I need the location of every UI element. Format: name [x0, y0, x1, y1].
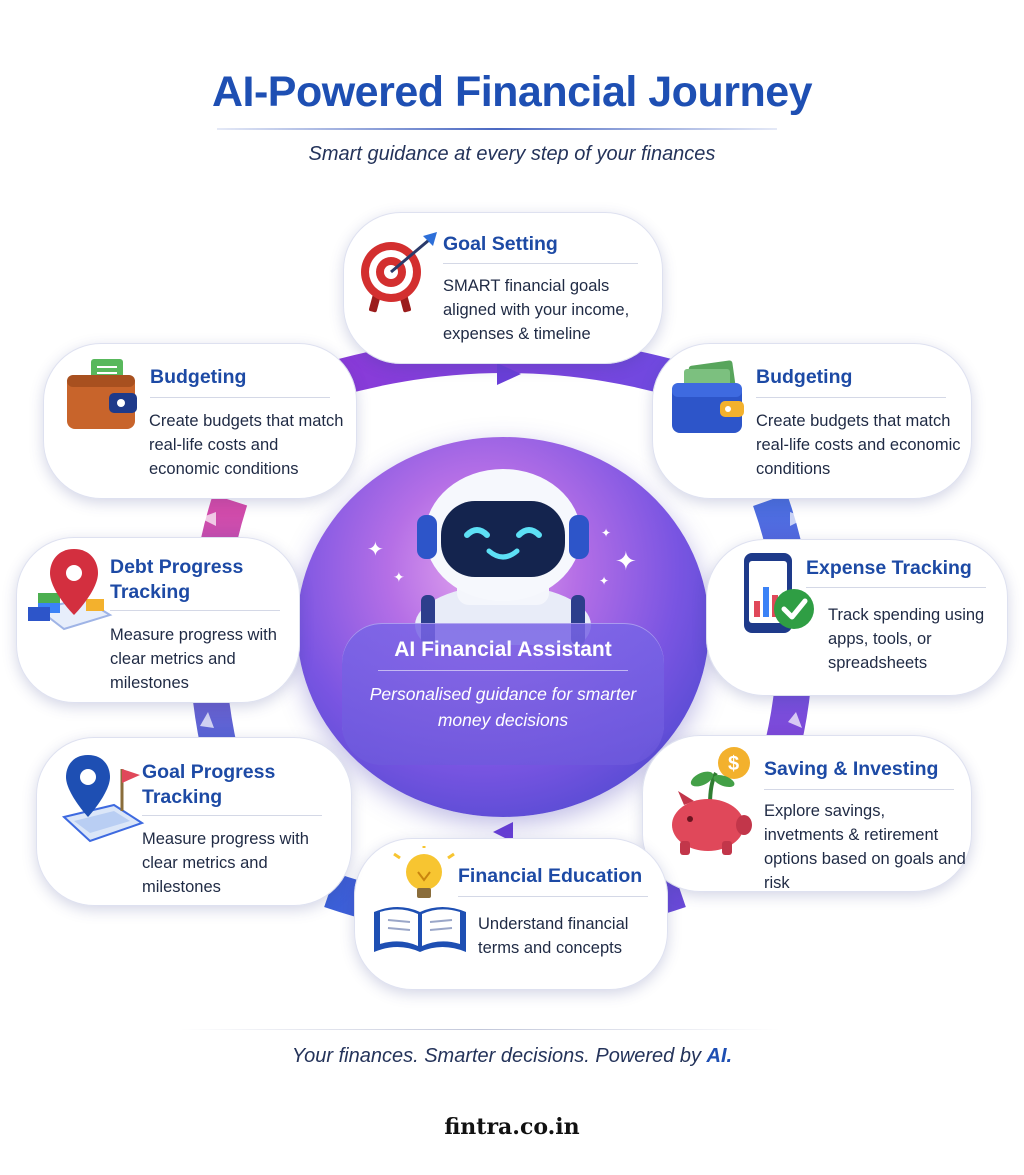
piggy-bank-icon: $ — [672, 747, 752, 855]
assistant-title: AI Financial Assistant — [394, 638, 612, 661]
location-pin-icon — [28, 549, 113, 631]
step-card-goal-progress-tracking: Goal Progress Tracking Measure progress … — [36, 737, 352, 906]
svg-text:$: $ — [728, 753, 739, 775]
step-title: Goal Setting — [443, 233, 558, 255]
assistant-description: Personalised guidance for smarter money … — [369, 684, 637, 730]
step-description: Measure progress with clear metrics and … — [110, 626, 277, 692]
step-title: Goal Progress Tracking — [142, 761, 276, 808]
step-title: Expense Tracking — [806, 557, 972, 579]
target-icon — [361, 232, 437, 313]
phone-chart-icon — [744, 553, 814, 633]
step-card-budgeting-left: Budgeting Create budgets that match real… — [43, 343, 357, 499]
assistant-panel: AI Financial Assistant Personalised guid… — [342, 623, 664, 765]
page-subtitle: Smart guidance at every step of your fin… — [308, 143, 716, 165]
footer-divider — [180, 1029, 780, 1030]
flow-arrow-left-upper — [200, 512, 216, 526]
wallet-icon — [672, 360, 744, 433]
step-card-goal-setting: Goal Setting SMART financial goals align… — [343, 212, 663, 364]
step-description: SMART financial goals aligned with your … — [443, 277, 630, 343]
step-title: Debt Progress Tracking — [110, 556, 244, 603]
sparkle-icon: ✦ — [599, 574, 610, 588]
step-title: Saving & Investing — [764, 758, 939, 780]
step-divider — [150, 397, 330, 398]
step-divider — [806, 587, 986, 588]
wallet-icon — [67, 359, 137, 429]
book-lightbulb-icon — [374, 846, 466, 952]
flow-arrow-right-upper — [790, 512, 806, 526]
site-url: fintra.co.in — [444, 1114, 580, 1140]
step-title: Financial Education — [458, 865, 643, 887]
map-pin-flag-icon — [61, 755, 145, 843]
footer-tagline: Your finances. Smarter decisions. Powere… — [0, 1045, 1024, 1068]
step-card-expense-tracking: Expense Tracking Track spending using ap… — [706, 539, 1008, 696]
flow-arrow-left-lower — [200, 712, 214, 728]
step-card-saving-investing: $ Saving & Investing Explore savings, in… — [642, 735, 972, 892]
tagline-brand: AI. — [706, 1045, 733, 1067]
step-card-financial-education: Financial Education Understand financial… — [354, 838, 668, 990]
flow-arrow-bottom — [493, 822, 513, 842]
sparkle-icon: ✦ — [615, 546, 637, 576]
title-divider — [217, 128, 777, 130]
sparkle-icon: ✦ — [367, 539, 384, 561]
flow-arrow-top — [497, 363, 521, 385]
step-divider — [142, 815, 322, 816]
step-description: Create budgets that match real-life cost… — [149, 412, 344, 478]
step-description: Explore savings, invetments & retirement… — [764, 802, 966, 892]
step-description: Create budgets that match real-life cost… — [756, 412, 961, 478]
step-divider — [458, 896, 648, 897]
step-description: Understand financial terms and concepts — [478, 915, 629, 957]
sparkle-icon: ✦ — [601, 526, 612, 540]
ai-assistant-hub: ✦ ✦ ✦ ✦ ✦ AI Financial Assistant Persona… — [297, 437, 709, 817]
step-divider — [110, 610, 280, 611]
step-title: Budgeting — [150, 366, 247, 388]
step-title: Budgeting — [756, 366, 853, 388]
step-description: Track spending using apps, tools, or spr… — [828, 606, 985, 672]
step-divider — [756, 397, 946, 398]
step-description: Measure progress with clear metrics and … — [142, 830, 309, 896]
assistant-divider — [378, 670, 628, 671]
robot-icon — [415, 469, 591, 645]
step-divider — [443, 263, 638, 264]
step-divider — [764, 789, 954, 790]
flow-arrow-right-lower — [788, 712, 802, 728]
page-title: AI-Powered Financial Journey — [211, 68, 813, 116]
sparkle-icon: ✦ — [393, 569, 405, 585]
step-card-debt-progress-tracking: Debt Progress Tracking Measure progress … — [16, 537, 300, 703]
tagline-text: Your finances. Smarter decisions. Powere… — [291, 1045, 701, 1067]
step-card-budgeting-right: Budgeting Create budgets that match real… — [652, 343, 972, 499]
